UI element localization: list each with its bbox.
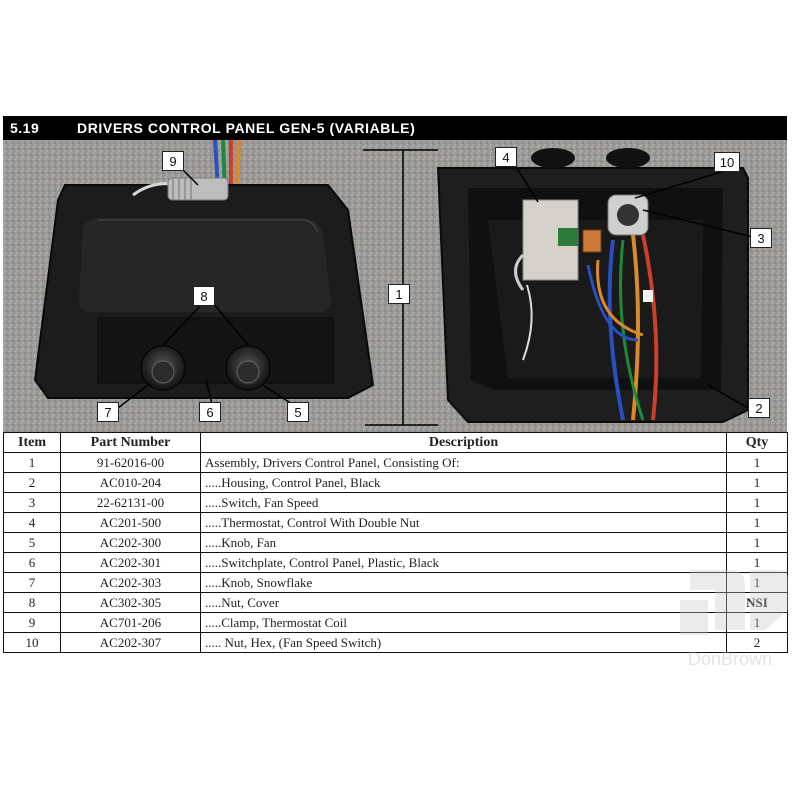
cell-qty: 1: [726, 532, 788, 553]
cell-item: 1: [3, 452, 61, 473]
cell-part-number: 22-62131-00: [60, 492, 201, 513]
cell-item: 4: [3, 512, 61, 533]
cell-description: .....Nut, Cover: [200, 592, 727, 613]
cell-description: .....Housing, Control Panel, Black: [200, 472, 727, 493]
callout-7: 7: [97, 402, 119, 422]
col-header-description: Description: [200, 432, 727, 453]
cell-part-number: AC010-204: [60, 472, 201, 493]
cell-part-number: AC701-206: [60, 612, 201, 633]
cell-part-number: AC302-305: [60, 592, 201, 613]
cell-item: 10: [3, 632, 61, 653]
section-header: 5.19 DRIVERS CONTROL PANEL GEN-5 (VARIAB…: [3, 116, 787, 140]
col-header-item: Item: [3, 432, 61, 453]
table-row: 6 AC202-301 .....Switchplate, Control Pa…: [3, 552, 788, 573]
table-row: 1 91-62016-00 Assembly, Drivers Control …: [3, 452, 788, 473]
cell-qty: 1: [726, 452, 788, 473]
cell-description: .....Thermostat, Control With Double Nut: [200, 512, 727, 533]
cell-description: .....Knob, Fan: [200, 532, 727, 553]
cell-qty: 1: [726, 492, 788, 513]
section-title: DRIVERS CONTROL PANEL GEN-5 (VARIABLE): [77, 120, 416, 136]
cell-qty: 1: [726, 612, 788, 633]
cell-description: ..... Nut, Hex, (Fan Speed Switch): [200, 632, 727, 653]
col-header-part-number: Part Number: [60, 432, 201, 453]
cell-part-number: AC202-301: [60, 552, 201, 573]
cell-item: 7: [3, 572, 61, 593]
table-row: 8 AC302-305 .....Nut, Cover NSI: [3, 592, 788, 613]
cell-item: 9: [3, 612, 61, 633]
table-row: 10 AC202-307 ..... Nut, Hex, (Fan Speed …: [3, 632, 788, 653]
table-header-row: Item Part Number Description Qty: [3, 432, 788, 453]
left-control-panel: [33, 140, 375, 409]
callout-9: 9: [162, 151, 184, 171]
cell-item: 2: [3, 472, 61, 493]
callout-5: 5: [287, 402, 309, 422]
cell-part-number: AC202-300: [60, 532, 201, 553]
table-row: 2 AC010-204 .....Housing, Control Panel,…: [3, 472, 788, 493]
cell-qty: 1: [726, 552, 788, 573]
cell-qty: 1: [726, 572, 788, 593]
callout-3: 3: [750, 228, 772, 248]
cell-part-number: 91-62016-00: [60, 452, 201, 473]
cell-part-number: AC201-500: [60, 512, 201, 533]
parts-photo: 9 8 7 6 5 1 4 10 3 2: [3, 140, 787, 432]
cell-item: 5: [3, 532, 61, 553]
cell-description: .....Switch, Fan Speed: [200, 492, 727, 513]
callout-4: 4: [495, 147, 517, 167]
cell-description: Assembly, Drivers Control Panel, Consist…: [200, 452, 727, 473]
cell-qty: NSI: [726, 592, 788, 613]
table-row: 4 AC201-500 .....Thermostat, Control Wit…: [3, 512, 788, 533]
cell-description: .....Clamp, Thermostat Coil: [200, 612, 727, 633]
cell-part-number: AC202-307: [60, 632, 201, 653]
cell-qty: 1: [726, 512, 788, 533]
cell-item: 3: [3, 492, 61, 513]
section-number: 5.19: [10, 120, 40, 136]
callout-6: 6: [199, 402, 221, 422]
cell-qty: 1: [726, 472, 788, 493]
cell-description: .....Switchplate, Control Panel, Plastic…: [200, 552, 727, 573]
callout-10: 10: [714, 152, 740, 172]
table-row: 3 22-62131-00 .....Switch, Fan Speed 1: [3, 492, 788, 513]
cell-qty: 2: [726, 632, 788, 653]
table-row: 9 AC701-206 .....Clamp, Thermostat Coil …: [3, 612, 788, 633]
callout-1: 1: [388, 284, 410, 304]
parts-table: Item Part Number Description Qty 1 91-62…: [3, 432, 788, 653]
right-control-panel: [436, 148, 754, 423]
callout-8: 8: [193, 286, 215, 306]
cell-item: 6: [3, 552, 61, 573]
cell-part-number: AC202-303: [60, 572, 201, 593]
callout-2: 2: [748, 398, 770, 418]
col-header-qty: Qty: [726, 432, 788, 453]
parts-photo-illustration: [3, 140, 787, 432]
table-row: 7 AC202-303 .....Knob, Snowflake 1: [3, 572, 788, 593]
cell-description: .....Knob, Snowflake: [200, 572, 727, 593]
cell-item: 8: [3, 592, 61, 613]
table-row: 5 AC202-300 .....Knob, Fan 1: [3, 532, 788, 553]
